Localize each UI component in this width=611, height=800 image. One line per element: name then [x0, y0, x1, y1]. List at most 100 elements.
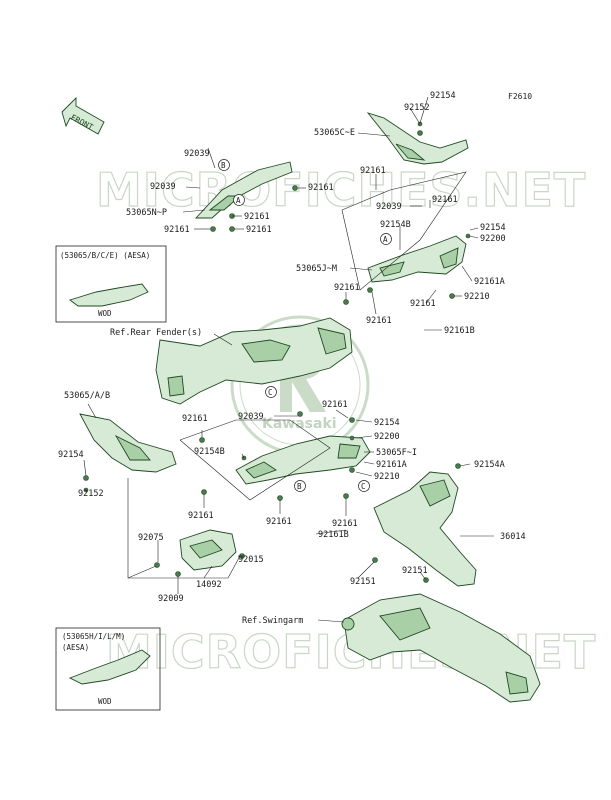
bolt-mid-2 — [367, 287, 373, 293]
kawasaki-logo-text: Kawasaki — [262, 416, 337, 432]
part-label: 92161 — [188, 511, 214, 521]
part-label: 92161 — [182, 414, 208, 424]
part-label: 92154 — [480, 223, 506, 233]
part-label: 92154B — [194, 447, 225, 457]
part-label: 92075 — [138, 533, 164, 543]
inset-top-title: (53065/B/C/E) (AESA) — [60, 251, 150, 260]
part-label: 92154 — [58, 450, 84, 460]
bolt-lower-4 — [201, 489, 207, 495]
callout-b-1 — [218, 159, 230, 171]
leader-lines — [83, 96, 494, 623]
inset-aesa-top: (53065/B/C/E) (AESA) WOD — [55, 245, 167, 323]
part-label: 92152 — [404, 103, 430, 113]
part-label: 92161 — [332, 519, 358, 529]
part-label: 92161 — [432, 195, 458, 205]
part-label: 53065/A/B — [64, 391, 110, 401]
chain-cover-36014 — [373, 471, 477, 587]
part-label: 92039 — [150, 182, 176, 192]
ref-rear-fender-label: Ref.Rear Fender(s) — [110, 328, 202, 338]
part-label: 92161 — [164, 225, 190, 235]
cover-53065-a-b — [79, 413, 177, 473]
bolt-92075 — [154, 562, 160, 568]
callout-b-1-text: B — [221, 161, 226, 170]
part-label: 92161 — [410, 299, 436, 309]
swingarm — [341, 593, 541, 703]
part-label: 92161 — [308, 183, 334, 193]
bolt-top-left-3 — [229, 226, 235, 232]
diagram-code: F2610 — [508, 92, 532, 101]
cover-53065c-e — [366, 112, 469, 165]
bolt-lower-3 — [199, 437, 205, 443]
part-label: 92154 — [374, 418, 400, 428]
bolt-lower-2 — [277, 495, 283, 501]
callout-b-2 — [294, 480, 306, 492]
bolt-92200-upper — [465, 233, 471, 239]
bolt-92154a — [455, 463, 461, 469]
callout-c-2 — [358, 480, 370, 492]
bolt-92210-mid — [349, 467, 355, 473]
part-label: 36014 — [500, 532, 526, 542]
callout-a-2-text: A — [383, 235, 388, 244]
part-label: 92161A — [474, 277, 505, 287]
part-label: 53065N~P — [126, 208, 167, 218]
ref-swingarm-label: Ref.Swingarm — [242, 616, 303, 626]
callout-c-2-text: C — [361, 482, 366, 491]
rear-fender — [155, 317, 353, 405]
callout-a-1 — [233, 194, 245, 206]
bracket-14092 — [179, 529, 237, 571]
inset-bottom-title-1: (53065H/I/L/M) — [62, 632, 125, 641]
inset-aesa-bottom: (53065H/I/L/M) (AESA) WOD — [55, 627, 161, 711]
inset-bottom-title-2: (AESA) — [62, 643, 89, 652]
part-label: 92161 — [322, 400, 348, 410]
part-label: 92200 — [374, 432, 400, 442]
part-label: 92161 — [266, 517, 292, 527]
bolt-92210-upper — [449, 293, 455, 299]
part-label: 14092 — [196, 580, 222, 590]
part-label: 92151 — [350, 577, 376, 587]
callout-c-1-text: C — [268, 388, 273, 397]
cover-53065n-p — [194, 161, 293, 219]
bolt-92154-left — [83, 475, 89, 481]
bolt-92154-mid — [349, 417, 355, 423]
callout-b-2-text: B — [297, 482, 302, 491]
part-label: 92015 — [238, 555, 264, 565]
inset-bottom-caption: WOD — [98, 697, 112, 706]
bolt-lower-1 — [343, 493, 349, 499]
bolt-92152-left — [83, 487, 89, 493]
bolt-92200-mid — [349, 435, 355, 441]
callout-a-2 — [380, 233, 392, 245]
part-label: 92009 — [158, 594, 184, 604]
inset-top-caption: WOD — [98, 309, 112, 318]
part-label: 92161 — [246, 225, 272, 235]
bolt-mid-1 — [343, 299, 349, 305]
part-labels: 92154 92152 53065C~E 92039 92039 53065N~… — [58, 91, 526, 604]
part-label: 92200 — [480, 234, 506, 244]
front-arrow-icon: FRONT — [61, 96, 105, 135]
bolt-top-left-4 — [292, 185, 298, 191]
part-label: 92161A — [376, 460, 407, 470]
cover-53065f-i — [235, 435, 371, 485]
part-label: 92154 — [430, 91, 456, 101]
bolt-top-left-1 — [210, 226, 216, 232]
part-label: 92151 — [402, 566, 428, 576]
callout-c-1 — [265, 386, 277, 398]
part-label: 92152 — [78, 489, 104, 499]
part-label: 92210 — [464, 292, 490, 302]
part-label: 92154B — [380, 220, 411, 230]
bolt-92009 — [175, 571, 181, 577]
part-label: 53065J~M — [296, 264, 337, 274]
part-label: 92161 — [334, 283, 360, 293]
cover-53065j-m — [367, 235, 467, 283]
part-label: 92039 — [184, 149, 210, 159]
bolt-92039-mid — [297, 411, 303, 417]
part-label: 92039 — [376, 202, 402, 212]
part-label: 92161 — [360, 166, 386, 176]
bolt-92154-top — [417, 130, 423, 136]
part-label: 92161B — [444, 326, 475, 336]
part-label: 92161 — [244, 212, 270, 222]
part-label: 53065F~I — [376, 448, 417, 458]
watermark-top: MICROFICHES.NET — [96, 163, 586, 217]
part-label: 53065C~E — [314, 128, 355, 138]
callouts: A B A C B C — [218, 159, 392, 492]
